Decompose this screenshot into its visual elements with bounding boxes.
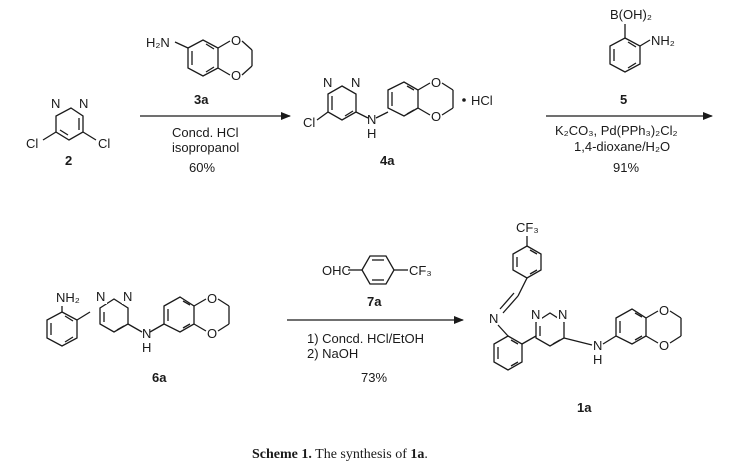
step1-yield: 60% [189,160,215,175]
hcl-salt: HCl [471,93,493,108]
atom-o: O [659,338,669,353]
atom-o: O [207,326,217,341]
atom-h: H [367,126,376,141]
atom-o: O [659,303,669,318]
atom-cf3: CF₃ [516,220,539,235]
atom-n: N [351,75,360,90]
atom-cf3: CF₃ [409,263,432,278]
step2-condition-2: 1,4-dioxane/H₂O [574,139,670,154]
compound-label-4a: 4a [380,153,395,168]
compound-4a-structure: N N Cl N H O O HCl [303,75,493,141]
step3-condition-2: 2) NaOH [307,346,358,361]
scheme-caption: Scheme 1. The synthesis of 1a. [252,447,428,462]
compound-3a-structure: H₂N O O [146,33,253,83]
atom-nh: N [142,326,151,341]
atom-n: N [531,307,540,322]
compound-label-1a: 1a [577,400,592,415]
step2-condition-1: K₂CO₃, Pd(PPh₃)₂Cl₂ [555,123,678,138]
atom-nh2: NH₂ [56,290,80,305]
atom-h2n: H₂N [146,35,170,50]
compound-label-5: 5 [620,92,627,107]
step3-yield: 73% [361,370,387,385]
compound-label-3a: 3a [194,92,209,107]
atom-n: N [51,96,60,111]
atom-nh: N [367,112,376,127]
atom-o: O [207,291,217,306]
atom-cl: Cl [303,115,315,130]
compound-label-2: 2 [65,153,72,168]
compound-2-structure: N N Cl Cl [26,96,110,151]
atom-cl: Cl [98,136,110,151]
atom-o: O [231,33,241,48]
atom-o: O [231,68,241,83]
caption-compound: 1a [410,447,424,462]
caption-text: The synthesis of [312,447,411,462]
step2-yield: 91% [613,160,639,175]
atom-n: N [96,289,105,304]
atom-nh2: NH₂ [651,33,675,48]
compound-7a-structure: OHC CF₃ [322,255,432,285]
step3-condition-1: 1) Concd. HCl/EtOH [307,331,424,346]
atom-h: H [593,352,602,367]
compound-6a-structure: NH₂ N N N H O O [46,289,230,355]
atom-boh2: B(OH)₂ [610,7,652,22]
atom-o: O [431,75,441,90]
compound-1a-structure: CF₃ N N N N H O O [489,220,682,371]
atom-n: N [123,289,132,304]
step1-condition-1: Concd. HCl [172,125,239,140]
atom-n: N [323,75,332,90]
step1-condition-2: isopropanol [172,140,239,155]
atom-n: N [489,311,498,326]
atom-n: N [79,96,88,111]
compound-label-7a: 7a [367,294,382,309]
atom-nh: N [593,338,602,353]
caption-suffix: . [424,447,428,462]
atom-ohc: OHC [322,263,351,278]
atom-o: O [431,109,441,124]
atom-cl: Cl [26,136,38,151]
compound-5-structure: B(OH)₂ NH₂ [609,7,675,73]
caption-prefix: Scheme 1. [252,447,312,462]
atom-h: H [142,340,151,355]
compound-label-6a: 6a [152,370,167,385]
atom-n: N [558,307,567,322]
